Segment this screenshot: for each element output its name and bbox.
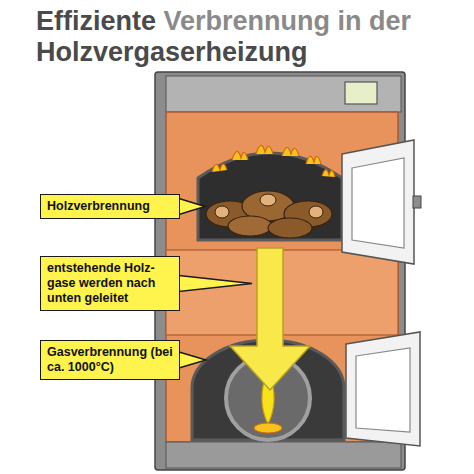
control-display xyxy=(345,82,377,104)
callout-box: entstehende Holz- gase werden nach unten… xyxy=(40,256,180,311)
boiler-housing xyxy=(166,76,401,112)
lower-door xyxy=(356,348,410,432)
gas-flow-arrow xyxy=(230,248,310,390)
upper-fire-chamber xyxy=(215,206,229,218)
control-display xyxy=(345,82,377,104)
callout-label: Holzverbrennung xyxy=(47,199,173,214)
upper-fire-chamber xyxy=(260,194,276,206)
upper-fire-chamber xyxy=(232,151,248,160)
upper-fire-chamber xyxy=(268,218,312,238)
diagram-title: Effiziente Verbrennung in der Holzvergas… xyxy=(36,6,456,68)
upper-fire-chamber xyxy=(198,153,342,240)
upper-fire-chamber xyxy=(322,170,335,177)
gas-flow-arrow xyxy=(230,248,310,390)
callout-pointer xyxy=(179,352,206,368)
callout-box: Gasverbrennung (bei ca. 1000°C) xyxy=(40,340,180,380)
upper-door xyxy=(413,196,421,208)
title-text: Effiziente Verbrennung in der Holzvergas… xyxy=(36,6,456,68)
upper-door xyxy=(342,140,414,264)
title-word: der xyxy=(369,6,411,36)
callout-box: Holzverbrennung xyxy=(40,194,180,219)
callout-pointer xyxy=(179,199,205,215)
lower-gas-chamber xyxy=(254,423,282,433)
upper-fire-chamber xyxy=(309,206,323,218)
title-word: Effiziente xyxy=(36,6,164,36)
callout-pointer xyxy=(179,199,252,369)
upper-fire-chamber xyxy=(306,156,321,164)
title-word: Holzvergaserheizung xyxy=(36,37,308,67)
title-word: Verbrennung xyxy=(164,6,338,36)
lower-door xyxy=(346,332,420,446)
title-word: in xyxy=(338,6,370,36)
upper-door xyxy=(342,140,421,264)
callout-pointer xyxy=(179,276,252,292)
upper-fire-chamber xyxy=(228,216,272,236)
upper-fire-chamber xyxy=(282,147,299,156)
upper-door xyxy=(352,158,404,248)
upper-fire-chamber xyxy=(212,164,227,172)
upper-fire-chamber xyxy=(198,145,342,240)
callout-label: entstehende Holz- gase werden nach unten… xyxy=(47,261,173,306)
upper-fire-chamber xyxy=(256,145,273,154)
callout-label: Gasverbrennung (bei ca. 1000°C) xyxy=(47,345,173,375)
boiler-housing xyxy=(166,442,401,468)
lower-door xyxy=(346,332,420,446)
